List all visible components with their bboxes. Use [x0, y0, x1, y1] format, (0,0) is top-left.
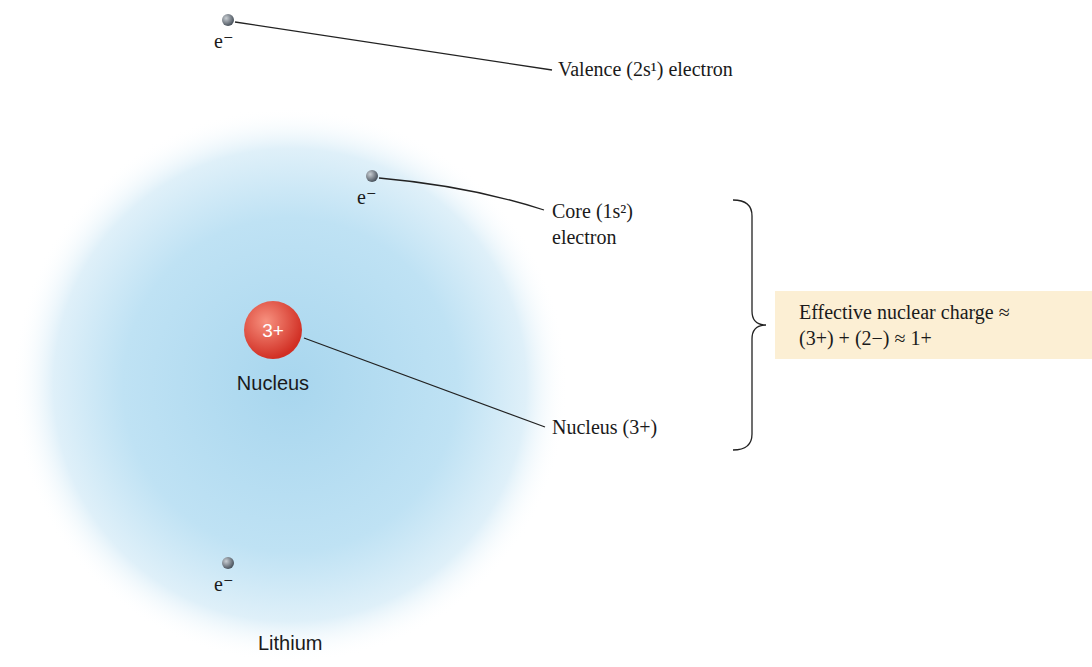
electron-symbol: e⁻	[357, 184, 376, 210]
nucleus: 3+Nucleus	[243, 300, 303, 360]
leader-line	[304, 338, 545, 427]
callout-label: Core (1s²) electron	[552, 198, 680, 250]
electron-symbol: e⁻	[214, 571, 233, 597]
charge-note: Effective nuclear charge ≈ (3+) + (2−) ≈…	[799, 299, 1031, 351]
leader-line	[235, 22, 552, 70]
leader-line	[379, 178, 544, 210]
bracket	[733, 200, 766, 450]
electron-sphere	[222, 557, 234, 569]
atom-name: Lithium	[258, 630, 322, 656]
charge-label: 3+	[243, 321, 303, 340]
callout-label: Valence (2s¹) electron	[558, 56, 733, 82]
electron-sphere	[222, 14, 234, 26]
charge-box: Effective nuclear charge ≈ (3+) + (2−) ≈…	[775, 291, 1092, 359]
electron-sphere	[366, 170, 378, 182]
nucleus-circle	[244, 301, 302, 359]
electron-symbol: e⁻	[214, 28, 233, 54]
callout-label: Nucleus (3+)	[552, 414, 657, 440]
electron-cloud	[12, 107, 568, 663]
part-name: Nucleus	[237, 372, 309, 395]
